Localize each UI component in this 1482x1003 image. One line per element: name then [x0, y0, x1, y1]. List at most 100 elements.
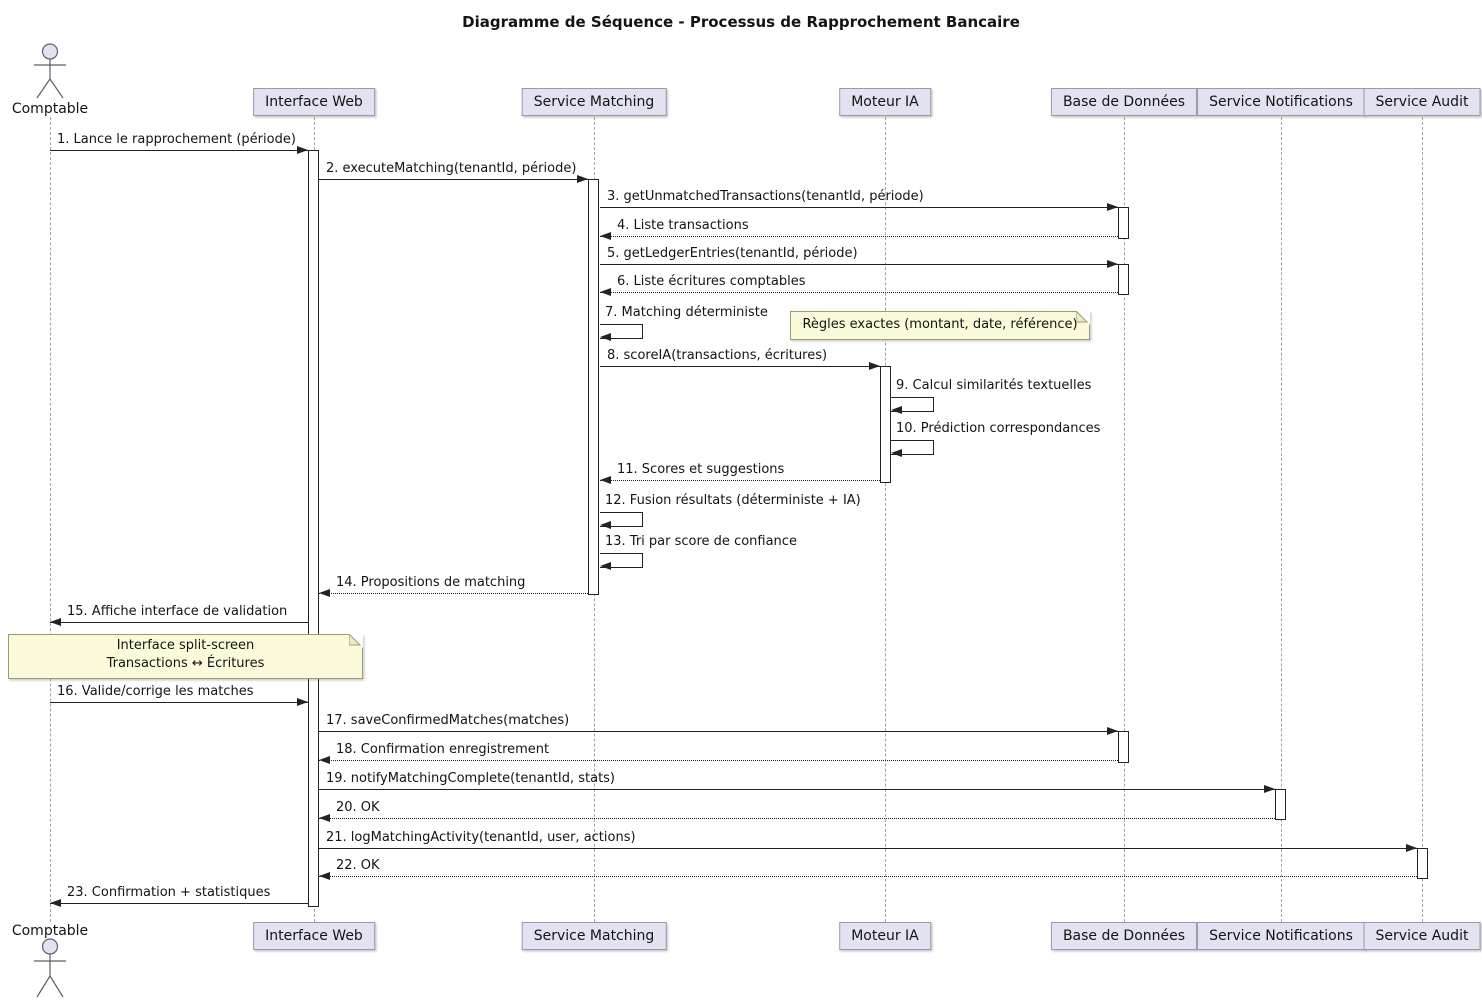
- activation-bar-matching: [588, 179, 599, 595]
- activation-bar-db: [1118, 264, 1129, 295]
- note-fold-icon: [1076, 311, 1090, 325]
- participant-service-matching-top: Service Matching: [521, 88, 667, 116]
- message-16-line: [50, 702, 308, 703]
- message-21-line: [319, 848, 1417, 849]
- message-4-label: 4. Liste transactions: [617, 218, 749, 233]
- message-10-selfloop: [891, 440, 934, 455]
- message-22-line: [319, 876, 1417, 877]
- message-7-selfloop: [600, 324, 643, 339]
- note-text: Interface split-screen: [116, 638, 255, 653]
- message-16-arrowhead: [297, 698, 308, 706]
- message-12-selfloop: [600, 512, 643, 527]
- message-19-arrowhead: [1264, 785, 1275, 793]
- activation-bar-web: [308, 150, 319, 907]
- note-regles-exactes: Règles exactes (montant, date, référence…: [790, 311, 1090, 340]
- note-text: Règles exactes (montant, date, référence…: [802, 317, 1078, 332]
- message-11-line: [600, 480, 880, 481]
- participant-moteur-ia-top: Moteur IA: [839, 88, 931, 116]
- message-20-arrowhead: [319, 814, 330, 822]
- participant-service-matching-bottom: Service Matching: [521, 922, 667, 950]
- message-7-label: 7. Matching déterministe: [605, 305, 768, 320]
- message-10-label: 10. Prédiction correspondances: [896, 421, 1101, 436]
- message-3-line: [600, 207, 1118, 208]
- message-10-arrowhead: [891, 449, 902, 457]
- message-15-arrowhead: [50, 618, 61, 626]
- actor-label-top: Comptable: [11, 101, 89, 117]
- message-8-arrowhead: [869, 362, 880, 370]
- message-1-label: 1. Lance le rapprochement (période): [57, 132, 296, 147]
- activation-bar-db: [1118, 207, 1129, 239]
- activation-bar-db: [1118, 731, 1129, 763]
- activation-bar-notif: [1275, 789, 1286, 820]
- message-14-label: 14. Propositions de matching: [336, 575, 526, 590]
- participant-service-notifications-top: Service Notifications: [1197, 88, 1365, 116]
- message-14-arrowhead: [319, 589, 330, 597]
- message-3-arrowhead: [1107, 203, 1118, 211]
- message-17-label: 17. saveConfirmedMatches(matches): [326, 713, 570, 728]
- message-12-arrowhead: [600, 521, 611, 529]
- lifeline-audit: [1422, 117, 1423, 922]
- message-16-label: 16. Valide/corrige les matches: [57, 684, 254, 699]
- message-18-label: 18. Confirmation enregistrement: [336, 742, 550, 757]
- participant-service-audit-bottom: Service Audit: [1363, 922, 1481, 950]
- message-19-line: [319, 789, 1275, 790]
- participant-service-notifications-bottom: Service Notifications: [1197, 922, 1365, 950]
- note-fold-icon: [349, 634, 363, 648]
- message-17-line: [319, 731, 1118, 732]
- note-text: Transactions ↔ Écritures: [106, 656, 265, 671]
- message-22-arrowhead: [319, 872, 330, 880]
- message-13-selfloop: [600, 553, 643, 568]
- participant-interface-web-top: Interface Web: [253, 88, 375, 116]
- actor-icon-bottom: [34, 938, 66, 998]
- actor-label-bottom: Comptable: [11, 923, 89, 939]
- message-11-label: 11. Scores et suggestions: [617, 462, 785, 477]
- message-6-arrowhead: [600, 288, 611, 296]
- message-9-label: 9. Calcul similarités textuelles: [896, 378, 1092, 393]
- message-23-line: [50, 903, 308, 904]
- message-23-label: 23. Confirmation + statistiques: [67, 885, 271, 900]
- message-6-line: [600, 292, 1118, 293]
- activation-bar-ia: [880, 366, 891, 483]
- message-2-label: 2. executeMatching(tenantId, période): [326, 161, 577, 176]
- lifeline-notif: [1281, 117, 1282, 922]
- message-12-label: 12. Fusion résultats (déterministe + IA): [605, 493, 861, 508]
- message-19-label: 19. notifyMatchingComplete(tenantId, sta…: [326, 771, 616, 786]
- activation-bar-audit: [1417, 848, 1428, 879]
- note-interface-split-screen: Interface split-screen Transactions ↔ Éc…: [8, 634, 363, 679]
- participant-base-de-donnees-top: Base de Données: [1050, 88, 1198, 116]
- message-17-arrowhead: [1107, 727, 1118, 735]
- message-3-label: 3. getUnmatchedTransactions(tenantId, pé…: [607, 189, 924, 204]
- message-4-arrowhead: [600, 232, 611, 240]
- participant-moteur-ia-bottom: Moteur IA: [839, 922, 931, 950]
- message-7-arrowhead: [600, 333, 611, 341]
- message-4-line: [600, 236, 1118, 237]
- lifeline-comptable: [50, 117, 51, 922]
- message-13-label: 13. Tri par score de confiance: [605, 534, 797, 549]
- actor-icon-top: [34, 43, 66, 99]
- message-22-label: 22. OK: [336, 858, 380, 873]
- message-8-label: 8. scoreIA(transactions, écritures): [607, 348, 828, 363]
- participant-base-de-donnees-bottom: Base de Données: [1050, 922, 1198, 950]
- participant-service-audit-top: Service Audit: [1363, 88, 1481, 116]
- message-18-arrowhead: [319, 756, 330, 764]
- message-21-arrowhead: [1406, 844, 1417, 852]
- message-14-line: [319, 593, 588, 594]
- message-2-line: [319, 179, 588, 180]
- message-9-selfloop: [891, 397, 934, 412]
- message-21-label: 21. logMatchingActivity(tenantId, user, …: [326, 830, 636, 845]
- message-1-line: [50, 150, 308, 151]
- message-5-label: 5. getLedgerEntries(tenantId, période): [607, 246, 858, 261]
- message-11-arrowhead: [600, 476, 611, 484]
- message-23-arrowhead: [50, 899, 61, 907]
- message-15-line: [50, 622, 308, 623]
- message-8-line: [600, 366, 880, 367]
- message-13-arrowhead: [600, 562, 611, 570]
- message-9-arrowhead: [891, 406, 902, 414]
- message-2-arrowhead: [577, 175, 588, 183]
- message-5-arrowhead: [1107, 260, 1118, 268]
- diagram-title: Diagramme de Séquence - Processus de Rap…: [462, 13, 1020, 31]
- message-20-label: 20. OK: [336, 800, 380, 815]
- message-15-label: 15. Affiche interface de validation: [67, 604, 288, 619]
- message-5-line: [600, 264, 1118, 265]
